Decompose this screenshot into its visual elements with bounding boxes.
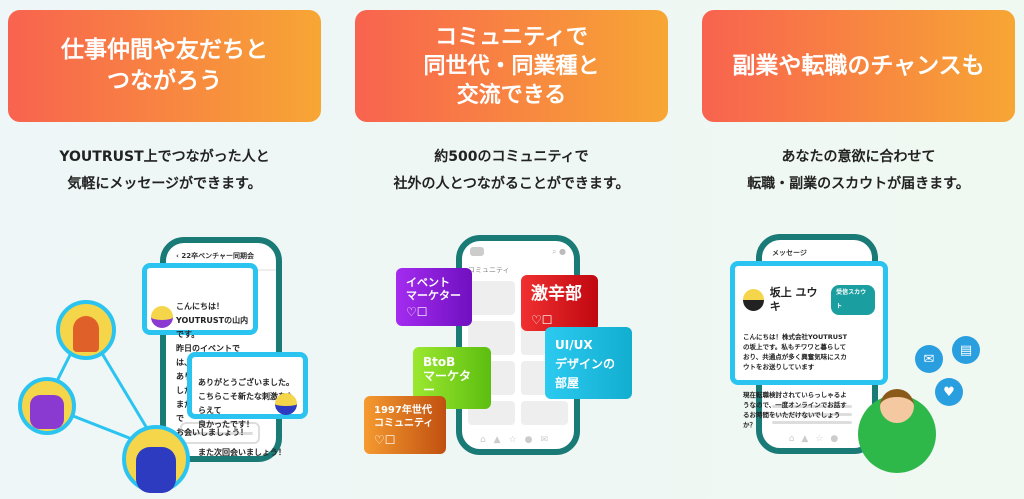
tag-label: UI/UX デザインの部屋 [555,338,616,390]
message-list [772,400,852,429]
heart-comment-icon: ♡☐ [406,305,428,319]
avatar [275,393,297,415]
community-header: コミュニティ [468,266,510,274]
community-tag-1997[interactable]: 1997年世代 コミュニティ ♡☐ [364,396,446,454]
message-text: 現在転職検討されていらっしゃるよ うなので、一度オンラインでお話す るお時間をい… [743,391,847,429]
back-icon[interactable]: ‹ [176,252,179,260]
heart-comment-icon: ♡☐ [531,313,553,327]
heart-comment-icon: ♡☐ [374,433,396,447]
community-tile[interactable] [468,281,515,315]
feature-card-community: コミュニティで 同世代・同業種と 交流できる [355,10,668,122]
phone-toolbar: ⌕ ● [462,241,574,263]
avatar [151,306,173,328]
search-icon[interactable]: ⌕ ● [551,247,566,256]
community-tag-uiux[interactable]: UI/UX デザインの部屋 ♡☐ [545,327,632,399]
scout-badge: 受信スカウト [831,285,875,315]
document-icon: ▤ [952,336,980,364]
message-input[interactable] [180,422,260,444]
scout-sender: 坂上 ユウキ 受信スカウト [743,285,875,315]
person-illustration [858,389,936,473]
heart-icon: ♥ [935,378,963,406]
feature-card-connect: 仕事仲間や友だちと つながろう [8,10,321,122]
community-tag-event-marketer[interactable]: イベント マーケター ♡☐ [396,268,472,326]
heart-comment-icon: ♡☐ [555,396,622,399]
person-illustration [56,300,116,360]
person-illustration [122,425,190,493]
community-tile[interactable] [521,401,568,425]
sender-name: 坂上 ユウキ [769,286,818,313]
feature-description: 約500のコミュニティで 社外の人とつながることができます。 [393,149,630,192]
feature-title: コミュニティで 同世代・同業種と 交流できる [423,24,600,108]
feature-title: 副業や転職のチャンスも [732,52,985,79]
message-text: ありがとうございました。 こちらこそ新たな刺激をもらえて 良かったです！ また次… [198,378,294,457]
feature-card-career: 副業や転職のチャンスも [702,10,1015,122]
tag-label: 1997年世代 コミュニティ [374,405,434,429]
bottom-nav[interactable]: ⌂▲☆● [788,434,846,444]
tag-label: イベント マーケター [406,276,461,302]
message-text: こんにちは！株式会社YOUTRUST の坂上です。私もチワワと暮らして おり、共… [743,333,848,371]
chat-message-sent: ありがとうございました。 こちらこそ新たな刺激をもらえて 良かったです！ また次… [187,352,308,457]
scout-message-card: 坂上 ユウキ 受信スカウト こんにちは！株式会社YOUTRUST の坂上です。私… [730,261,888,429]
feature-description: YOUTRUST上でつながった人と 気軽にメッセージができます。 [59,149,270,192]
feature-title: 仕事仲間や友だちと つながろう [61,37,268,94]
avatar [743,289,764,311]
community-tag-spicy-club[interactable]: 激辛部 ♡☐ [521,275,598,331]
bottom-nav[interactable]: ⌂▲☆●✉ [479,435,557,445]
chat-message-received: こんにちは！ YOUTRUSTの山内です。 昨日のイベントでは、 ありがとうござ… [142,263,258,437]
tag-label: BtoB マーケター [423,355,472,397]
mail-icon: ✉ [915,345,943,373]
feature-description: あなたの意欲に合わせて 転職・副業のスカウトが届きます。 [747,149,970,192]
logo-icon [470,247,484,256]
person-illustration [18,377,76,435]
tag-label: 激辛部 [531,284,582,304]
chat-title: 22卒ベンチャー同期会 [181,252,254,260]
